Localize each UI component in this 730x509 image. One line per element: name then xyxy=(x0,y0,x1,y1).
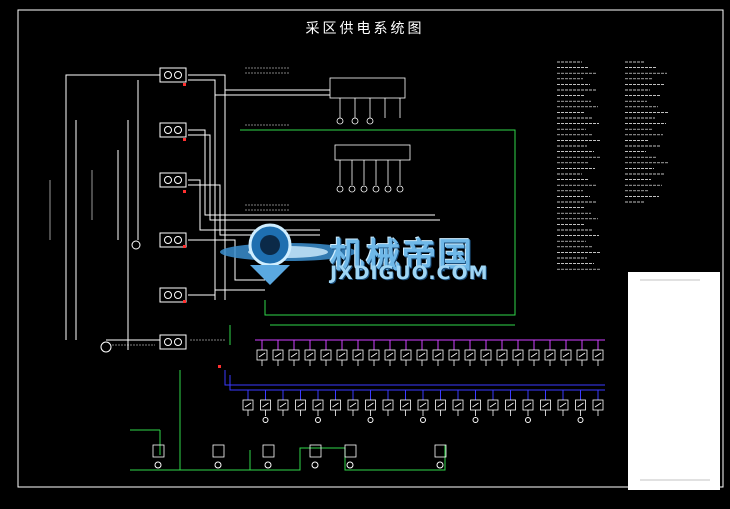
left-feeder-lines xyxy=(65,74,160,353)
right-legend-text xyxy=(557,61,669,270)
blue-unit-21 xyxy=(592,390,604,416)
magenta-unit-8 xyxy=(368,340,380,366)
magenta-unit-5 xyxy=(320,340,332,366)
magenta-unit-20 xyxy=(560,340,572,366)
watermark-text-en: JXDIGUO.COM xyxy=(330,262,489,284)
watermark-logo-icon xyxy=(220,223,356,285)
blue-unit-14 xyxy=(470,390,481,416)
blue-unit-4 xyxy=(295,390,306,416)
middle-load-panel xyxy=(334,144,411,193)
magenta-unit-18 xyxy=(528,340,540,366)
blue-unit-9 xyxy=(382,390,394,416)
drawing-frame xyxy=(17,9,724,488)
blue-unit-10 xyxy=(400,390,411,416)
magenta-unit-4 xyxy=(304,340,316,366)
magenta-unit-17 xyxy=(512,340,524,366)
blue-unit-17 xyxy=(522,390,534,416)
magenta-unit-15 xyxy=(480,340,492,366)
magenta-unit-3 xyxy=(288,340,300,366)
green-distribution-lines xyxy=(130,129,516,471)
watermark-text-cn: 机械帝国 xyxy=(330,236,474,276)
magenta-unit-2 xyxy=(272,340,284,366)
bottom-unit-5 xyxy=(344,444,357,469)
switchgear-5 xyxy=(159,287,187,303)
left-annotation-marks xyxy=(49,170,155,346)
blue-unit-3 xyxy=(277,390,289,416)
magenta-row-units xyxy=(256,340,604,366)
switchgear-1 xyxy=(159,67,187,83)
magenta-unit-1 xyxy=(256,340,268,366)
blue-unit-13 xyxy=(452,390,464,416)
switchgear-2 xyxy=(159,122,187,138)
magenta-unit-9 xyxy=(384,340,396,366)
magenta-unit-7 xyxy=(352,340,364,366)
switchgear-6 xyxy=(159,334,187,350)
diagram-title: 采区供电系统图 xyxy=(305,21,425,37)
blue-unit-18 xyxy=(540,390,551,416)
blue-unit-11 xyxy=(417,390,429,416)
blue-row-units xyxy=(242,390,604,423)
blue-unit-8 xyxy=(365,390,376,416)
bottom-unit-6 xyxy=(434,444,447,469)
magenta-unit-11 xyxy=(416,340,428,366)
magenta-unit-6 xyxy=(336,340,348,366)
blue-unit-20 xyxy=(575,390,586,416)
blue-unit-6 xyxy=(330,390,341,416)
bottom-unit-1 xyxy=(152,444,165,469)
red-markers xyxy=(183,83,221,368)
magenta-unit-10 xyxy=(400,340,412,366)
blue-unit-7 xyxy=(347,390,359,416)
blue-bus-row xyxy=(224,370,605,391)
bottom-unit-3 xyxy=(262,444,275,469)
switchgear-3 xyxy=(159,172,187,188)
blue-unit-1 xyxy=(242,390,254,416)
blue-unit-16 xyxy=(505,390,516,416)
bottom-unit-2 xyxy=(212,444,225,469)
magenta-unit-19 xyxy=(544,340,556,366)
blue-unit-15 xyxy=(487,390,499,416)
bus-cables xyxy=(188,74,440,300)
upper-load-panel xyxy=(329,77,406,125)
magenta-unit-14 xyxy=(464,340,476,366)
switchgear-4 xyxy=(159,232,187,248)
bottom-units xyxy=(152,444,447,469)
title-block xyxy=(628,272,720,490)
blue-unit-2 xyxy=(260,390,271,416)
magenta-unit-21 xyxy=(576,340,588,366)
magenta-unit-12 xyxy=(432,340,444,366)
magenta-unit-13 xyxy=(448,340,460,366)
bottom-unit-4 xyxy=(309,444,322,469)
blue-unit-5 xyxy=(312,390,324,416)
magenta-unit-22 xyxy=(592,340,604,366)
magenta-unit-16 xyxy=(496,340,508,366)
blue-unit-12 xyxy=(435,390,446,416)
blue-unit-19 xyxy=(557,390,569,416)
switchgear-group xyxy=(159,67,187,350)
title-block-marks xyxy=(640,279,710,481)
